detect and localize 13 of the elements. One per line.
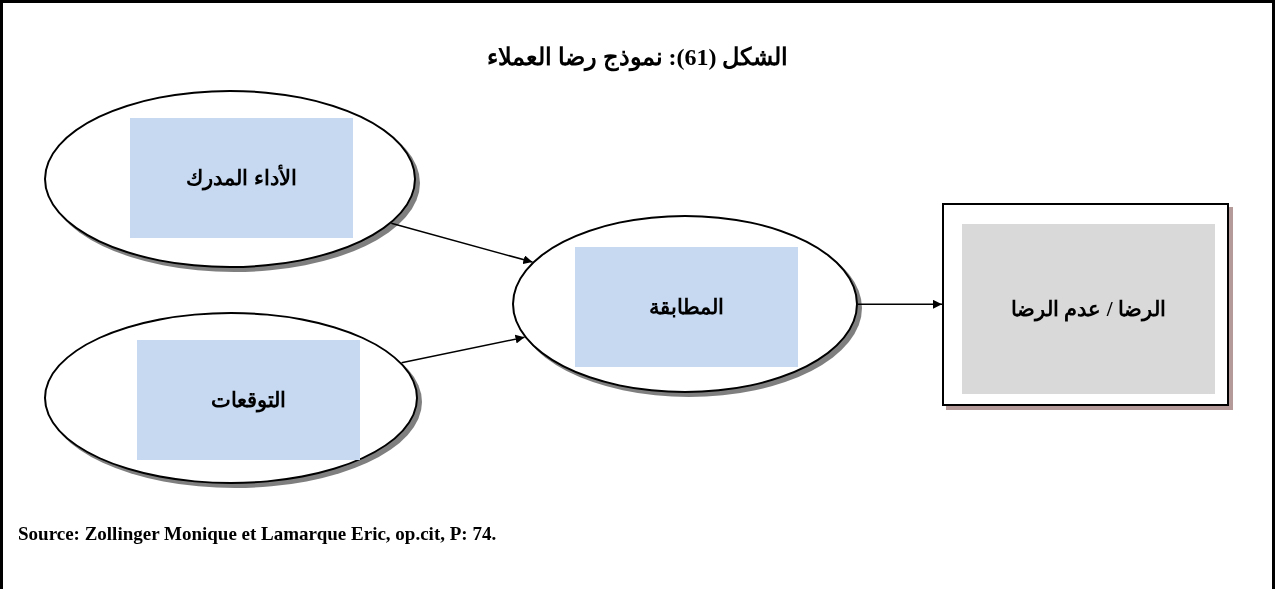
- label-panel: [137, 340, 360, 460]
- label-panel: [962, 224, 1215, 394]
- arrow: [390, 222, 534, 265]
- node-label: التوقعات: [211, 387, 286, 413]
- node-label: الأداء المدرك: [186, 165, 297, 191]
- node-label: المطابقة: [649, 294, 724, 320]
- source-caption: Source: Zollinger Monique et Lamarque Eric, op.cit, P: 74.: [18, 523, 497, 545]
- label-panel: [575, 247, 798, 367]
- label-panel: [130, 118, 353, 238]
- arrow: [857, 299, 943, 309]
- arrow: [400, 334, 526, 364]
- diagram-title: الشكل (61): نموذج رضا العملاء: [486, 44, 789, 70]
- node-label: الرضا / عدم الرضا: [1011, 296, 1166, 322]
